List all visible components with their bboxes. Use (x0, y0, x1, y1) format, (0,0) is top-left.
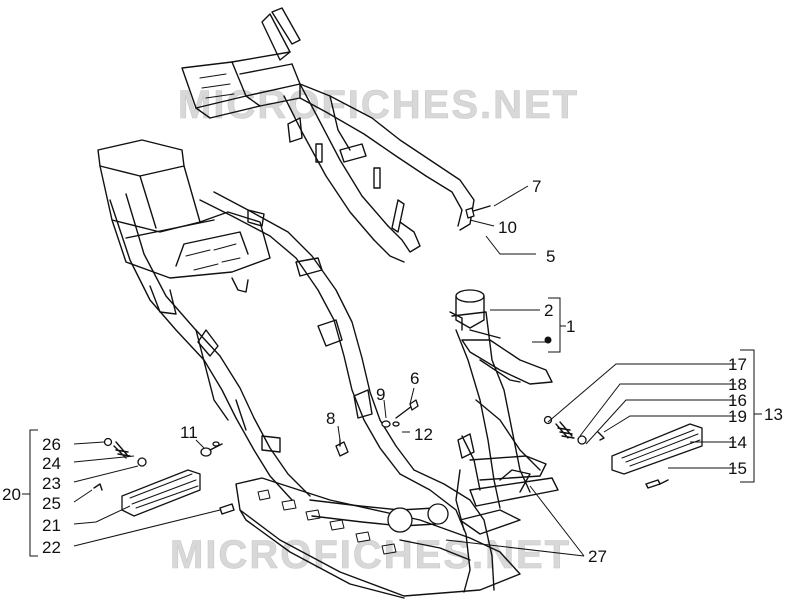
callout-16: 16 (728, 391, 747, 410)
callout-19: 19 (728, 407, 747, 426)
callout-20: 20 (2, 485, 21, 504)
screw-8 (335, 439, 349, 457)
bolt-7 (465, 205, 491, 219)
callout-25: 25 (42, 494, 61, 513)
washer-16 (577, 435, 587, 445)
main-frame (97, 139, 559, 599)
left-footrest-assembly (93, 437, 235, 517)
callout-11: 11 (180, 423, 198, 442)
bolt-11 (200, 441, 223, 457)
watermark-top: MICROFICHES.NET (178, 83, 579, 127)
callout-2: 2 (544, 301, 553, 320)
callout-26: 26 (42, 435, 61, 454)
callout-1: 1 (566, 317, 575, 336)
watermark-bottom: MICROFICHES.NET (170, 533, 571, 577)
clip-19 (597, 431, 605, 441)
bolt-6 (395, 399, 419, 419)
callout-dot-marker (544, 336, 552, 344)
nut-washer-9 (381, 420, 400, 428)
callout-21: 21 (42, 516, 61, 535)
callout-9: 9 (376, 385, 385, 404)
steering-head-tube (449, 289, 553, 385)
callout-13: 13 (764, 405, 783, 424)
ball-17 (543, 415, 553, 425)
pin-15 (645, 479, 661, 489)
right-footrest-assembly (543, 415, 703, 489)
callout-18: 18 (728, 375, 747, 394)
callout-6: 6 (410, 369, 419, 388)
footrest-14 (611, 423, 703, 475)
callout-12: 12 (414, 425, 433, 444)
callouts: 7 10 5 2 1 6 9 8 12 11 17 18 16 19 13 14… (2, 177, 783, 566)
callout-14: 14 (728, 433, 747, 452)
callout-10: 10 (498, 218, 517, 237)
callout-7: 7 (532, 177, 541, 196)
callout-27: 27 (588, 547, 607, 566)
callout-8: 8 (326, 409, 335, 428)
ball-26 (103, 437, 113, 447)
callout-24: 24 (42, 454, 61, 473)
callout-17: 17 (728, 355, 747, 374)
spring-18 (555, 421, 575, 439)
callout-22: 22 (42, 538, 61, 557)
rear-subframe (181, 7, 475, 263)
callout-23: 23 (42, 474, 61, 493)
washer-23 (137, 457, 147, 467)
leader-lines (22, 185, 762, 557)
callout-5: 5 (546, 247, 555, 266)
callout-15: 15 (728, 459, 747, 478)
clip-25 (93, 483, 103, 491)
pin-22 (219, 503, 235, 515)
spring-24 (113, 441, 131, 459)
